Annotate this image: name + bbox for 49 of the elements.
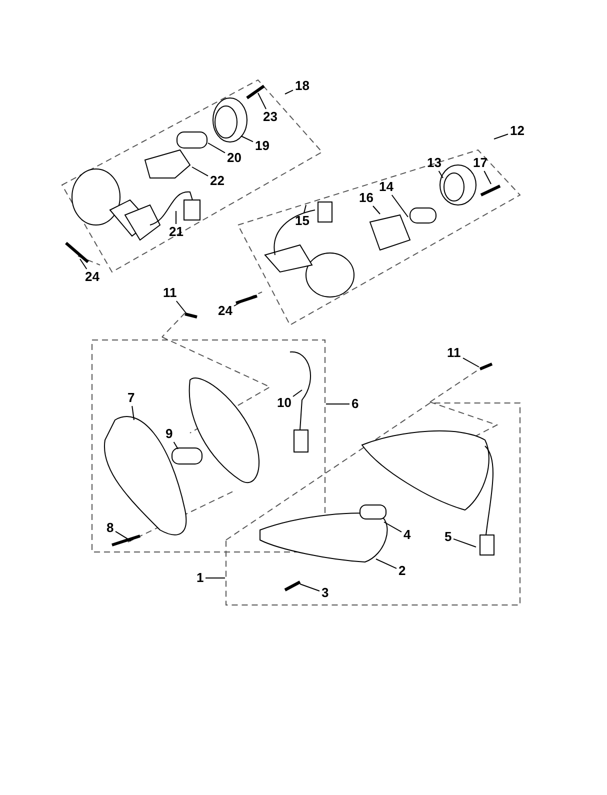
leader-line — [115, 530, 132, 542]
leader-line — [462, 358, 480, 368]
leader-line — [132, 406, 134, 420]
callout-number: 19 — [254, 139, 270, 153]
leader-line — [258, 92, 266, 110]
callout-number: 20 — [226, 151, 242, 165]
leader-line — [80, 258, 88, 270]
callout-number: 5 — [444, 530, 453, 544]
callout-number: 22 — [209, 174, 226, 188]
callout-number: 8 — [106, 521, 115, 535]
callout-number: 11 — [446, 346, 462, 360]
leader-line — [391, 194, 408, 218]
leader-line — [176, 300, 186, 314]
callout-number: 12 — [509, 124, 526, 138]
callout-number: 9 — [164, 427, 174, 441]
leader-line — [234, 300, 244, 306]
callout-number: 24 — [84, 270, 100, 284]
callout-number: 21 — [168, 225, 184, 239]
callout-number: 24 — [217, 304, 234, 318]
leader-line — [240, 136, 254, 142]
leader-line — [192, 166, 208, 176]
callout-number: 15 — [294, 214, 310, 228]
leader-line — [438, 170, 444, 178]
callout-number: 13 — [426, 156, 442, 170]
callout-number: 23 — [262, 110, 278, 124]
callout-number: 2 — [398, 564, 407, 578]
callout-number: 4 — [402, 528, 412, 542]
leader-line — [453, 538, 476, 548]
callout-number: 16 — [358, 191, 374, 205]
leader-line — [292, 390, 302, 397]
callout-number: 10 — [276, 396, 292, 410]
leader-line — [173, 442, 178, 450]
callout-number: 14 — [378, 180, 394, 194]
callout-number: 7 — [126, 391, 136, 405]
leader-line — [304, 204, 306, 214]
leader-line — [376, 558, 397, 569]
leader-line — [384, 522, 402, 532]
callout-number: 3 — [320, 586, 330, 600]
callout-number: 11 — [162, 286, 178, 300]
leader-line — [484, 170, 492, 184]
callout-number: 6 — [350, 397, 360, 411]
leader-line — [494, 134, 508, 140]
leader-line — [208, 142, 226, 154]
callout-number: 18 — [294, 79, 310, 93]
leader-line — [300, 584, 320, 592]
leader-line — [284, 90, 294, 94]
callout-number: 1 — [196, 571, 205, 585]
leader-line — [372, 206, 380, 214]
callout-number: 17 — [472, 156, 488, 170]
